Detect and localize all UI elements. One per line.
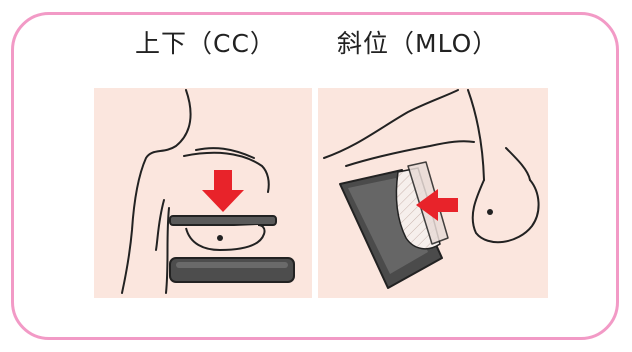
cc-breast — [185, 224, 266, 252]
cc-upper-compression-plate — [169, 215, 277, 226]
cc-view-label: 上下（CC） — [135, 29, 276, 58]
mlo-detector-inner — [348, 178, 428, 274]
mlo-view-label: 斜位（MLO） — [337, 29, 499, 58]
cc-body-outline — [121, 89, 270, 294]
arrow-down-icon — [202, 170, 244, 212]
cc-detector-highlight — [176, 262, 288, 268]
mlo-nipple — [487, 209, 493, 215]
mlo-body-outline — [323, 89, 540, 244]
mlo-view-illustration — [318, 88, 548, 298]
cc-view-illustration — [94, 88, 312, 298]
arrow-left-icon — [416, 189, 458, 221]
cc-nipple — [217, 235, 223, 241]
cc-detector-plate — [169, 257, 295, 283]
